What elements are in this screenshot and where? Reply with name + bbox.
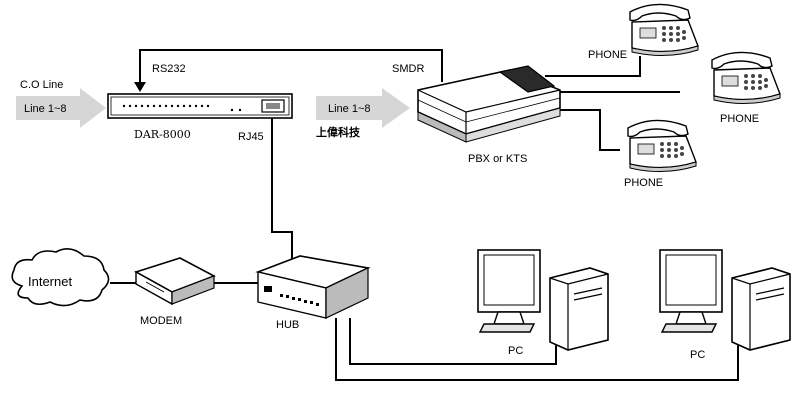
brand-label: 上偉科技 <box>316 125 361 139</box>
hub-pc1-wire <box>349 318 557 365</box>
hub-device <box>255 255 371 319</box>
phone-wire-3 <box>556 109 620 151</box>
pc-icon-1 <box>477 249 609 351</box>
phone-icon-2 <box>711 51 781 105</box>
dar-model-label: DAR-8000 <box>134 128 191 141</box>
pc-icon-2 <box>659 249 791 351</box>
phone-wire-1 <box>545 56 641 77</box>
dar-8000-device <box>107 93 293 119</box>
phone-label-1: PHONE <box>588 49 627 61</box>
hub-label: HUB <box>276 319 299 331</box>
internet-cloud-icon <box>11 248 110 307</box>
line-out-arrow <box>316 88 410 128</box>
rs232-smdr-wire <box>139 49 443 86</box>
pc-label-2: PC <box>690 349 705 361</box>
phone-icon-1 <box>629 3 699 57</box>
line-in-label: Line 1~8 <box>24 103 67 115</box>
pbx-device <box>417 65 561 143</box>
pc-label-1: PC <box>508 345 523 357</box>
rs232-arrowhead <box>134 82 146 92</box>
smdr-label: SMDR <box>392 63 424 75</box>
co-line-label: C.O Line <box>20 79 63 91</box>
modem-device <box>133 257 216 306</box>
co-line-arrow <box>16 88 106 128</box>
phone-label-2: PHONE <box>720 113 759 125</box>
phone-label-3: PHONE <box>624 177 663 189</box>
hub-pc2-wire <box>335 318 739 381</box>
rj45-label: RJ45 <box>238 131 264 143</box>
line-out-label: Line 1~8 <box>328 103 371 115</box>
modem-label: MODEM <box>140 315 182 327</box>
phone-icon-3 <box>627 119 697 173</box>
rs232-label: RS232 <box>152 63 186 75</box>
pbx-label: PBX or KTS <box>468 153 527 165</box>
rj45-hub-wire <box>271 112 293 260</box>
internet-label: Internet <box>28 274 72 289</box>
